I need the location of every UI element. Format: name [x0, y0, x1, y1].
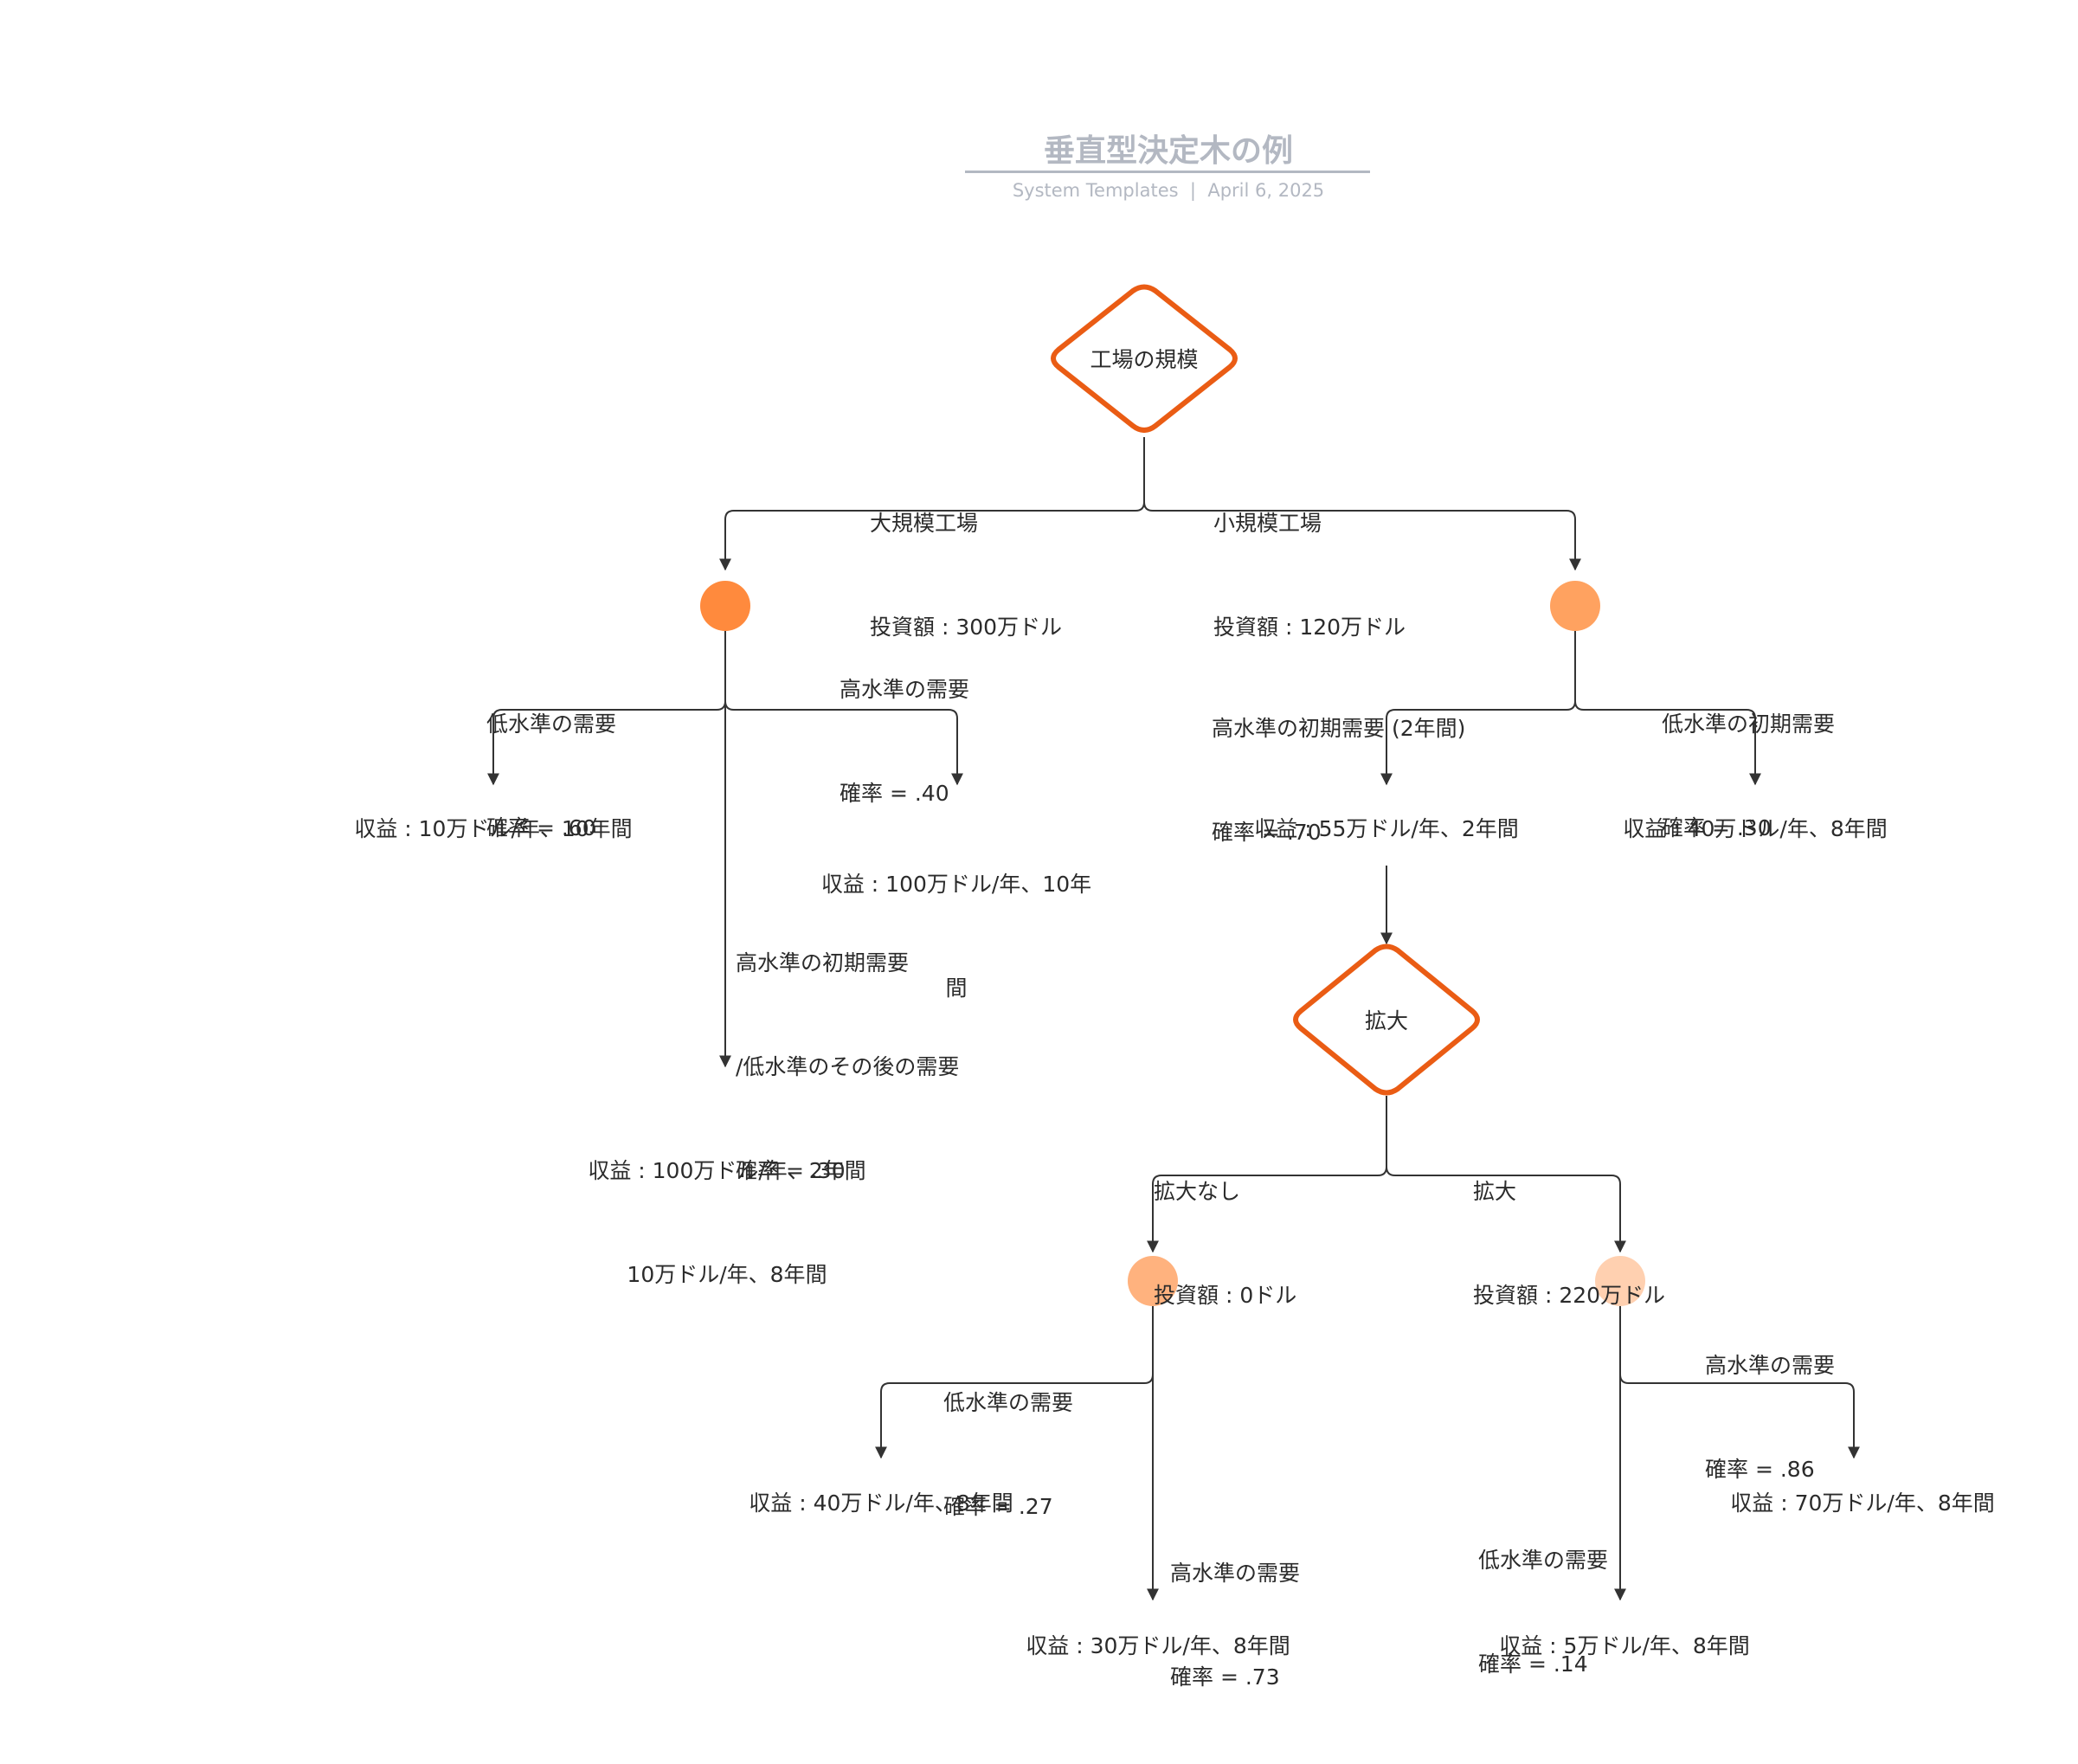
edge-label-line: 低水準の需要 — [486, 711, 617, 737]
edge-label-large-plant: 大規模工場 投資額 : 300万ドル — [870, 437, 1062, 714]
connector-large-high — [724, 700, 963, 786]
chance-node-expand — [1595, 1256, 1645, 1306]
decision-node-expand — [1293, 943, 1480, 1096]
edge-label-line: 確率 = .70 — [1212, 820, 1322, 845]
edge-label-line: 確率 = .30 — [736, 1158, 846, 1183]
connectors — [487, 437, 1860, 1601]
outcome-large-high: 収益 : 100万ドル/年、10年 間 — [796, 798, 1116, 1075]
edge-label-line: 高水準の初期需要 — [736, 950, 910, 975]
connector-small-low — [1574, 700, 1761, 786]
edge-label-line: 投資額 : 120万ドル — [1213, 615, 1406, 640]
edge-label-line: 確率 = .60 — [486, 815, 596, 840]
edge-label-line: 低水準の需要 — [1478, 1548, 1609, 1573]
edge-label-line: 高水準の需要 — [1170, 1561, 1301, 1586]
edge-label-line: 投資額 : 300万ドル — [870, 615, 1063, 640]
edge-label-line: 確率 = .30 — [1662, 815, 1772, 840]
outcome-exp-high: 収益 : 70万ドル/年、8年間 — [1730, 1490, 1995, 1516]
outcome-noexp-high: 収益 : 30万ドル/年、8年間 — [1026, 1633, 1290, 1658]
edge-label-line: /低水準のその後の需要 — [736, 1054, 960, 1079]
edge-label-noexp-low: 低水準の需要 確率 = .27 — [943, 1317, 1073, 1593]
outcome-large-low: 収益 : 10万ドル/年、10年間 — [354, 816, 633, 841]
edge-label-line: 確率 = .14 — [1478, 1651, 1588, 1677]
decision-label-factory-size: 工場の規模 — [1090, 347, 1199, 372]
chance-node-large-plant — [700, 581, 750, 631]
edge-label-small-low-initial: 低水準の初期需要 確率 = .30 — [1662, 638, 1835, 915]
connector-large-plant — [719, 437, 1145, 571]
edge-label-large-low: 低水準の需要 確率 = .60 — [486, 638, 616, 915]
page-title: 垂直型決定木の例 — [1043, 133, 1293, 169]
edge-label-line: 確率 = .40 — [840, 781, 949, 806]
edge-label-large-high: 高水準の需要 確率 = .40 — [840, 603, 969, 880]
edge-label-line: 小規模工場 — [1213, 511, 1322, 536]
decision-label-expand: 拡大 — [1364, 1008, 1408, 1033]
edge-label-line: 高水準の需要 — [1705, 1353, 1836, 1378]
edge-label-line: 低水準の初期需要 — [1662, 711, 1836, 737]
edge-label-line: 拡大 — [1473, 1179, 1517, 1204]
edge-label-exp-low: 低水準の需要 確率 = .14 — [1478, 1474, 1608, 1751]
edge-label-no-expand: 拡大なし 投資額 : 0ドル — [1154, 1105, 1296, 1382]
outcome-line: 10万ドル/年、8年間 — [627, 1262, 827, 1287]
outcome-small-low: 収益 : 40万ドル/年、8年間 — [1623, 816, 1888, 841]
edge-label-line: 低水準の需要 — [943, 1390, 1074, 1415]
page-subtitle: System Templates | April 6, 2025 — [1012, 180, 1325, 201]
edge-label-line: 大規模工場 — [870, 511, 979, 536]
outcome-small-high: 収益 : 55万ドル/年、2年間 — [1254, 816, 1519, 841]
edge-label-line: 確率 = .27 — [943, 1494, 1053, 1519]
chance-node-no-expand — [1128, 1256, 1178, 1306]
edge-label-line: 投資額 : 220万ドル — [1473, 1283, 1666, 1308]
edge-label-line: 高水準の需要 — [840, 677, 970, 702]
edge-label-exp-high: 高水準の需要 確率 = .86 — [1705, 1279, 1835, 1556]
edge-label-line: 確率 = .73 — [1170, 1664, 1280, 1690]
edge-label-small-high-initial: 高水準の初期需要 (2年間) 確率 = .70 — [1212, 642, 1465, 919]
edge-label-expand: 拡大 投資額 : 220万ドル — [1473, 1105, 1665, 1382]
outcome-exp-low: 収益 : 5万ドル/年、8年間 — [1499, 1633, 1750, 1658]
connector-expand — [1386, 1166, 1626, 1253]
edge-label-line: 確率 = .86 — [1705, 1457, 1815, 1482]
connector-small-plant — [1143, 501, 1581, 571]
outcome-line: 収益 : 100万ドル/年、10年 — [820, 872, 1092, 897]
connector-no-expand — [1147, 1096, 1387, 1253]
edge-label-line: 高水準の初期需要 (2年間) — [1212, 716, 1466, 741]
edge-label-line: 投資額 : 0ドル — [1154, 1283, 1297, 1308]
connector-small-high — [1380, 630, 1576, 786]
title-underline — [965, 171, 1370, 173]
chance-node-small-plant — [1550, 581, 1600, 631]
outcome-large-mixed: 収益 : 100万ドル/年、2年間 10万ドル/年、8年間 — [563, 1085, 891, 1362]
outcome-line: 収益 : 100万ドル/年、2年間 — [588, 1158, 866, 1183]
edge-label-small-plant: 小規模工場 投資額 : 120万ドル — [1213, 437, 1406, 714]
edge-label-large-mixed: 高水準の初期需要 /低水準のその後の需要 確率 = .30 — [736, 877, 959, 1258]
edge-label-line: 拡大なし — [1154, 1179, 1241, 1204]
outcome-line: 間 — [945, 975, 968, 1001]
decision-node-factory-size — [1051, 284, 1238, 433]
edge-label-noexp-high: 高水準の需要 確率 = .73 — [1170, 1487, 1300, 1764]
outcome-noexp-low: 収益 : 40万ドル/年、8年間 — [749, 1490, 1013, 1516]
